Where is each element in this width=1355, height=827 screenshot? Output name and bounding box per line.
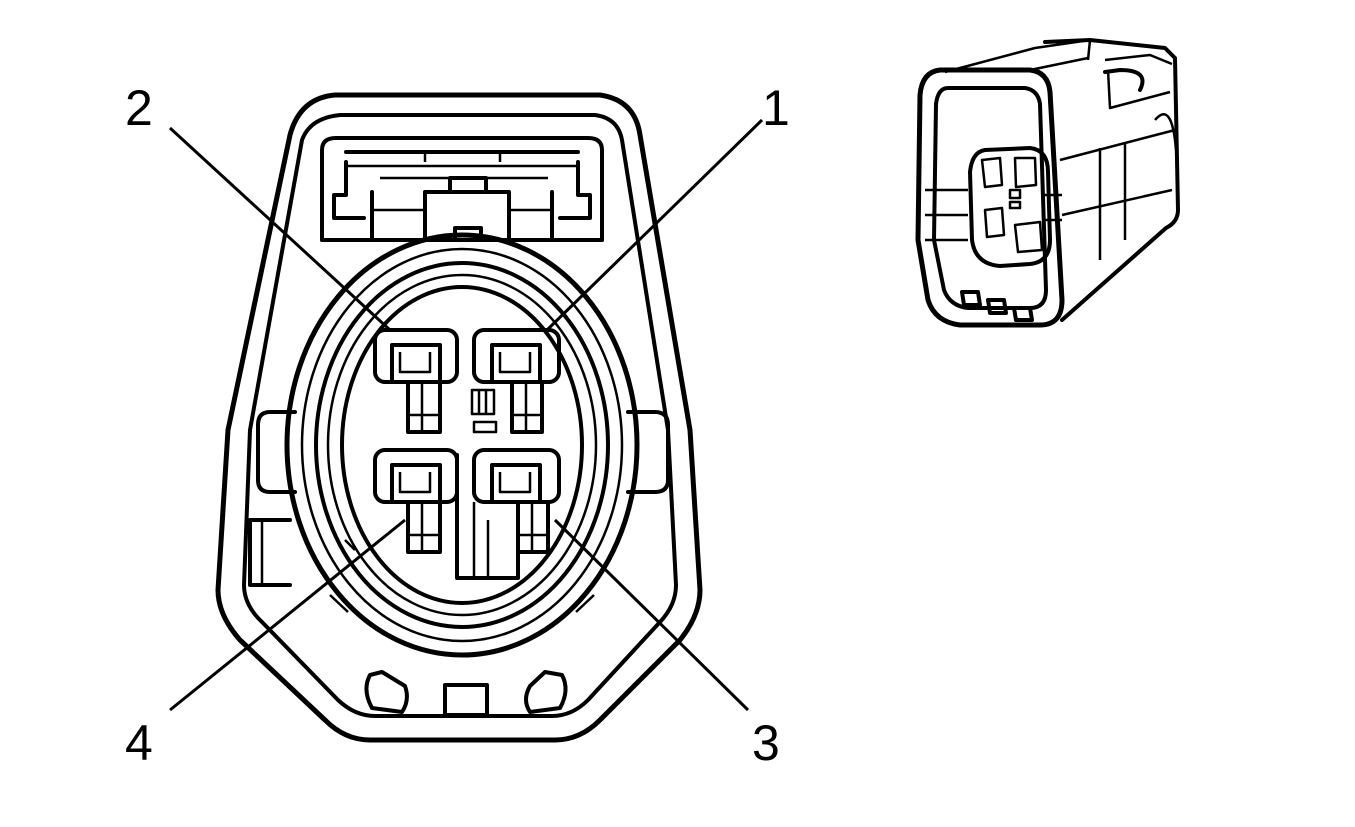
leader-line-3	[553, 518, 750, 712]
pin-cavity-3	[472, 448, 561, 554]
connector-housing-outline	[215, 92, 703, 743]
bottom-left-vent	[364, 670, 409, 714]
pin-cavity-2	[373, 328, 459, 434]
seal-rings	[284, 232, 640, 658]
connector-face-view	[215, 92, 703, 743]
leader-line-2	[168, 126, 392, 332]
pin-label-3: 3	[752, 715, 780, 771]
locking-latch	[320, 136, 604, 242]
pin-label-1: 1	[762, 80, 790, 136]
pin-cavity-4	[373, 448, 459, 554]
isometric-pin-island	[968, 146, 1052, 268]
bottom-center-vent	[443, 683, 489, 717]
isometric-front-face	[915, 67, 1065, 328]
leader-line-1	[545, 118, 764, 332]
right-side-tab	[626, 410, 670, 494]
leader-lines	[168, 118, 764, 712]
housing-inner-wall	[242, 113, 678, 718]
pin-cavity-1	[472, 328, 561, 434]
pin-label-4: 4	[125, 715, 153, 771]
pin-label-2: 2	[125, 80, 153, 136]
leader-line-4	[169, 518, 406, 712]
bottom-right-vent	[524, 670, 568, 714]
left-lower-block	[248, 518, 292, 587]
center-key	[455, 388, 520, 580]
left-side-tab	[256, 410, 297, 494]
connector-isometric-view	[915, 38, 1180, 328]
